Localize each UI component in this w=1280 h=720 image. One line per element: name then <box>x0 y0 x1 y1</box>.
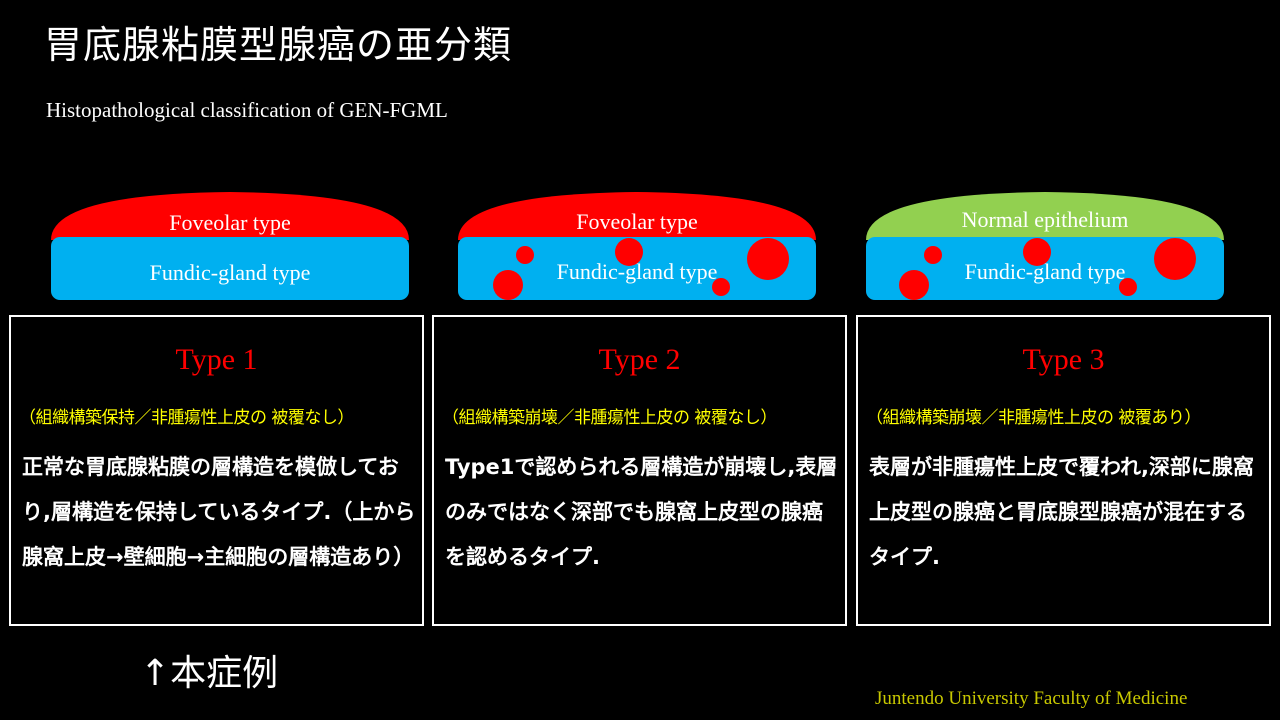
case-note: ↑本症例 <box>140 653 279 694</box>
lesion-spots <box>493 238 789 300</box>
lesion-spot <box>712 278 730 296</box>
panel-type-2: Type 2 （組織構築崩壊／非腫瘍性上皮の 被覆なし） Type1で認められる… <box>432 315 847 626</box>
lesion-spot <box>924 246 942 264</box>
cap-layer <box>458 192 816 240</box>
diagram-type-3: Normal epithelium Fundic-gland type <box>866 190 1224 302</box>
base-layer <box>51 237 409 300</box>
footer-credit: Juntendo University Faculty of Medicine <box>875 688 1188 709</box>
panel-type-1: Type 1 （組織構築保持／非腫瘍性上皮の 被覆なし） 正常な胃底腺粘膜の層構… <box>9 315 424 626</box>
lesion-spot <box>899 270 929 300</box>
panel-type-3: Type 3 （組織構築崩壊／非腫瘍性上皮の 被覆あり） 表層が非腫瘍性上皮で覆… <box>856 315 1271 626</box>
diagram-type-2: Foveolar type Fundic-gland type <box>458 190 816 302</box>
lesion-spot <box>1023 238 1051 266</box>
diagram-type-1-shapes <box>51 192 409 300</box>
panel-subtitle: （組織構築崩壊／非腫瘍性上皮の 被覆なし） <box>442 408 777 428</box>
panel-subtitle: （組織構築保持／非腫瘍性上皮の 被覆なし） <box>19 408 354 428</box>
cap-layer <box>51 192 409 240</box>
panel-subtitle: （組織構築崩壊／非腫瘍性上皮の 被覆あり） <box>866 408 1201 428</box>
cap-label: Normal epithelium <box>961 207 1129 232</box>
panel-body: Type1で認められる層構造が崩壊し,表層のみではなく深部でも腺窩上皮型の腺癌を… <box>445 455 838 569</box>
cap-layer <box>866 192 1224 240</box>
panel-title: Type 2 <box>598 343 681 376</box>
lesion-spot <box>1119 278 1137 296</box>
base-label: Fundic-gland type <box>149 260 311 285</box>
panel-body: 表層が非腫瘍性上皮で覆われ,深部に腺窩上皮型の腺癌と胃底腺型腺癌が混在するタイプ… <box>869 455 1254 569</box>
panel-body: 正常な胃底腺粘膜の層構造を模倣しており,層構造を保持しているタイプ.（上から腺窩… <box>22 455 416 569</box>
cap-label: Foveolar type <box>169 210 291 235</box>
lesion-spot <box>615 238 643 266</box>
panel-title: Type 3 <box>1022 343 1105 376</box>
lesion-spot <box>1154 238 1196 280</box>
page-subtitle: Histopathological classification of GEN-… <box>46 98 448 122</box>
panel-title: Type 1 <box>175 343 258 376</box>
lesion-spots <box>899 238 1196 300</box>
diagram-type-1: Foveolar type Fundic-gland type <box>51 190 409 302</box>
cap-label: Foveolar type <box>576 209 698 234</box>
lesion-spot <box>747 238 789 280</box>
lesion-spot <box>516 246 534 264</box>
page-title: 胃底腺粘膜型腺癌の亜分類 <box>44 23 513 67</box>
lesion-spot <box>493 270 523 300</box>
